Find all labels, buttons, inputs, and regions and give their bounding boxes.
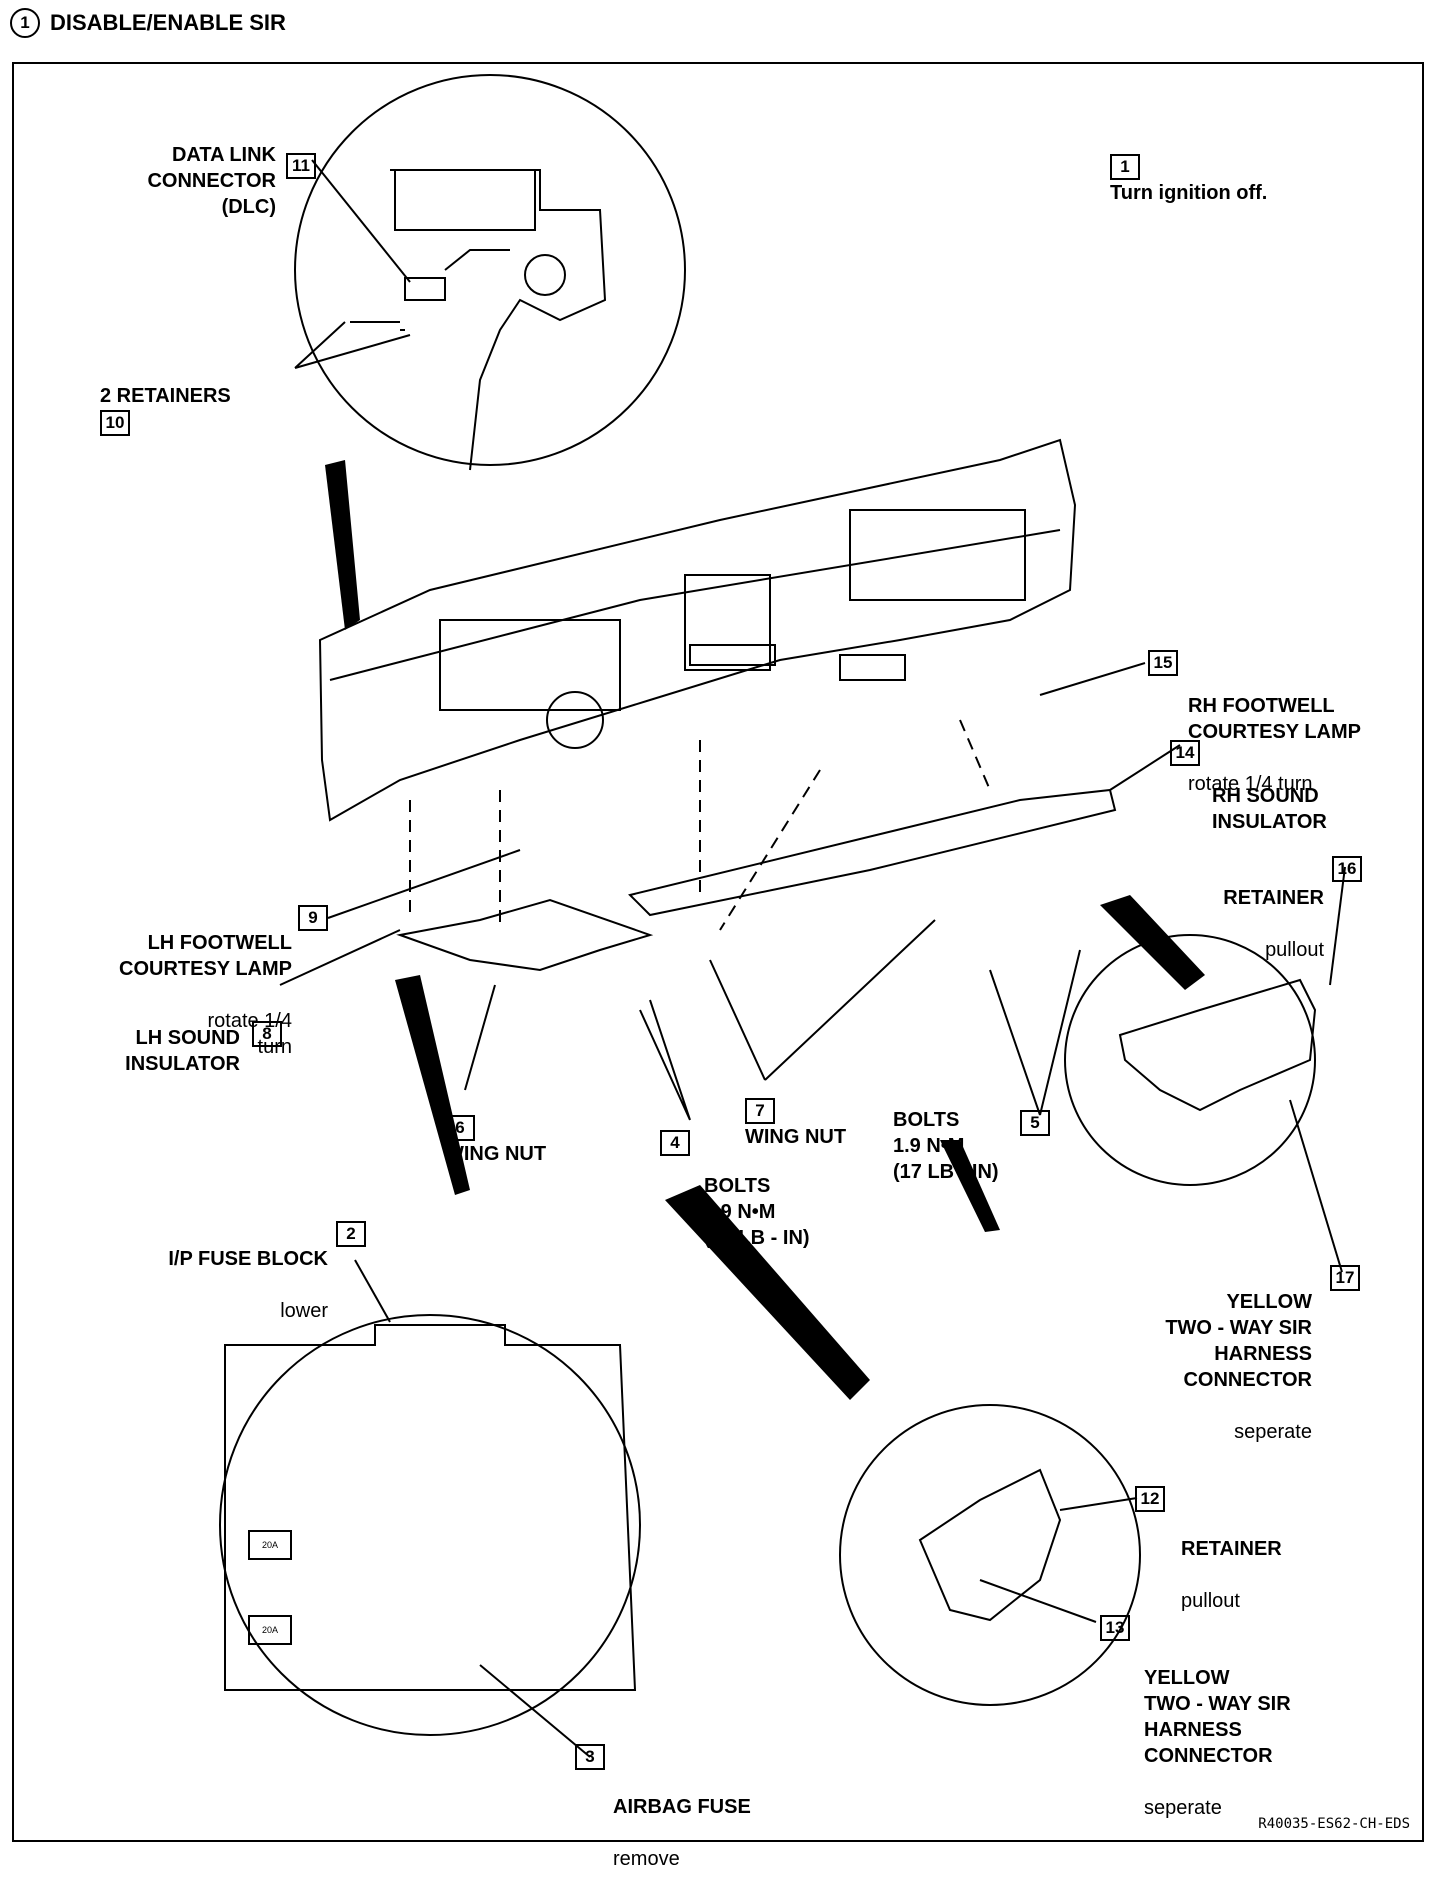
wing-nut-7-callout: 7 WING NUT (745, 1071, 846, 1150)
wing-nut-7-number: 7 (745, 1097, 775, 1124)
retainer-12-number: 12 (1135, 1486, 1165, 1512)
airbag-fuse-callout: 3 AIRBAG FUSE remove (575, 1742, 751, 1898)
dlc-callout-number: 11 (286, 152, 316, 179)
rh-lamp-number: 15 (1148, 650, 1178, 676)
rh-sound-insulator-shape (628, 788, 1117, 917)
rh-footwell-lamp-callout: 15 RH FOOTWELL COURTESY LAMP rotate 1/4 … (1148, 641, 1361, 823)
step-1-number: 1 (1110, 153, 1140, 180)
lh-insulator-number: 8 (252, 1020, 282, 1047)
wing-nut-6-number: 6 (445, 1114, 475, 1141)
dlc-detail-circle (294, 74, 686, 466)
rh-connector-detail-circle (1064, 934, 1316, 1186)
retainers-callout-number: 10 (100, 409, 130, 436)
fuse-block-label: I/P FUSE BLOCK lower (168, 1248, 328, 1322)
bolts-5-label: BOLTS 1.9 N•M (17 LB - IN) (893, 1109, 999, 1183)
retainer-16-number: 16 (1332, 855, 1362, 882)
lh-sound-insulator-label: LH SOUND INSULATOR (125, 1027, 240, 1075)
yellow-connector-13-callout: 13 YELLOW TWO - WAY SIR HARNESS CONNECTO… (1100, 1613, 1291, 1847)
retainer-16-label: RETAINER pullout (1223, 887, 1324, 961)
retainer-12-callout: 12 RETAINER pullout (1135, 1484, 1282, 1640)
bolts-5-number: 5 (1020, 1109, 1050, 1136)
diagram-frame (12, 62, 1424, 1842)
fuse-block-detail-circle (219, 1314, 641, 1736)
page-title: 1 DISABLE/ENABLE SIR (10, 8, 286, 38)
fuse-block-number: 2 (336, 1220, 366, 1247)
yellow-connector-13-number: 13 (1100, 1615, 1130, 1641)
fuse-20a-upper: 20A (248, 1530, 292, 1560)
lh-connector-detail-circle (839, 1404, 1141, 1706)
step-1-instruction: 1 Turn ignition off. (1110, 127, 1267, 206)
wing-nut-6-callout: 6 WING NUT (445, 1088, 546, 1167)
rh-insulator-number: 14 (1170, 740, 1200, 766)
instrument-panel-illustration (219, 74, 1346, 1758)
retainers-label: 2 RETAINERS 10 (100, 357, 231, 436)
dash-panel (318, 438, 1077, 822)
lh-lamp-number: 9 (298, 904, 328, 931)
yellow-connector-17-label: YELLOW TWO - WAY SIR HARNESS CONNECTOR s… (1165, 1291, 1312, 1443)
fuse-20a-lower: 20A (248, 1615, 292, 1645)
airbag-fuse-number: 3 (575, 1744, 605, 1770)
title-number: 1 (10, 8, 40, 38)
bolts-4-callout: 4 BOLTS 1.9 N•M (17 LB - IN) (660, 1121, 810, 1277)
rh-sound-insulator-callout: 14 RH SOUND INSULATOR (1170, 731, 1327, 861)
yellow-connector-17-number: 17 (1330, 1264, 1360, 1291)
figure-reference: R40035-ES62-CH-EDS (1258, 1816, 1410, 1832)
title-text: DISABLE/ENABLE SIR (50, 10, 286, 35)
bolts-4-number: 4 (660, 1130, 690, 1156)
dlc-label: DATA LINK CONNECTOR (DLC) (147, 144, 276, 218)
lh-sound-insulator-shape (396, 898, 654, 972)
